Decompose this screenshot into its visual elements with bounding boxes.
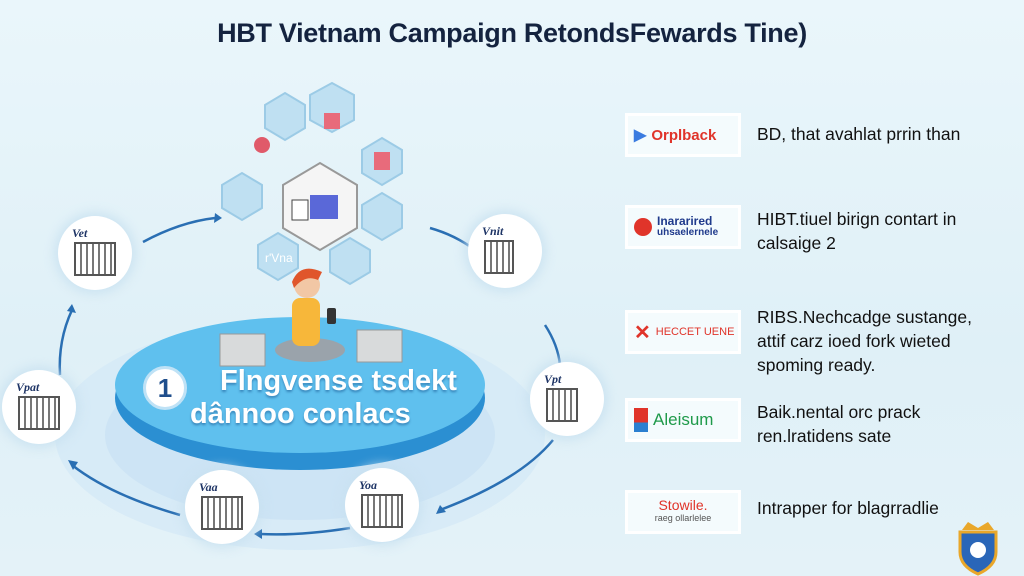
person-illustration xyxy=(275,268,345,362)
play-icon: ▶ xyxy=(634,127,647,144)
item-description: BD, that avahlat prrin than xyxy=(757,124,961,144)
center-caption-line1: Flngvense tsdekt xyxy=(220,365,457,397)
center-caption: Flngvense tsdekt dânnoo conlacs xyxy=(190,365,457,431)
node-label: Yoa xyxy=(359,478,377,492)
server-boxes xyxy=(219,329,403,367)
phone-icon xyxy=(327,308,336,324)
partner-logo-card: Stowile.raeg ollarlelee xyxy=(625,490,741,534)
partner-logo-card: ▶Orplback xyxy=(625,113,741,157)
cycle-node[interactable]: Vpt xyxy=(530,362,604,436)
center-caption-line2: dânnoo conlacs xyxy=(190,398,411,430)
node-label: Vpat xyxy=(16,380,40,394)
cycle-arrows xyxy=(58,216,562,536)
bank-icon xyxy=(484,240,514,274)
building-icon xyxy=(18,396,60,430)
logo-mark-icon xyxy=(634,408,648,432)
building-icon xyxy=(361,494,403,528)
node-label: Vaa xyxy=(199,480,218,494)
node-label: Vnit xyxy=(482,224,504,238)
building-icon xyxy=(74,242,116,276)
cycle-node[interactable]: Yoa xyxy=(345,468,419,542)
step-number-badge: 1 xyxy=(143,366,187,410)
building-icon xyxy=(546,388,578,422)
cycle-node[interactable]: Vpat xyxy=(2,370,76,444)
logo-circle-icon xyxy=(634,218,652,236)
item-description: Intrapper for blagrradlie xyxy=(757,498,939,518)
cycle-node[interactable]: Vaa xyxy=(185,470,259,544)
partner-logo-card: ✕HECCET UENE xyxy=(625,310,741,354)
page-title: HBT Vietnam Campaign RetondsFewards Tine… xyxy=(217,18,807,48)
tools-icon: ✕ xyxy=(634,321,651,344)
cycle-node[interactable]: Vet xyxy=(58,216,132,290)
building-icon xyxy=(201,496,243,530)
app-icon xyxy=(310,195,338,219)
item-description: RIBS.Nechcadge sustange,attif carz ioed … xyxy=(757,307,972,375)
node-label: Vpt xyxy=(544,372,562,386)
node-label: Vet xyxy=(72,226,88,240)
hexagon-icons xyxy=(221,81,403,286)
crest-logo-icon xyxy=(958,522,998,576)
partner-logo-card: Aleisum xyxy=(625,398,741,442)
cycle-node[interactable]: Vnit xyxy=(468,214,542,288)
hex-label: r'Vna xyxy=(265,251,293,265)
